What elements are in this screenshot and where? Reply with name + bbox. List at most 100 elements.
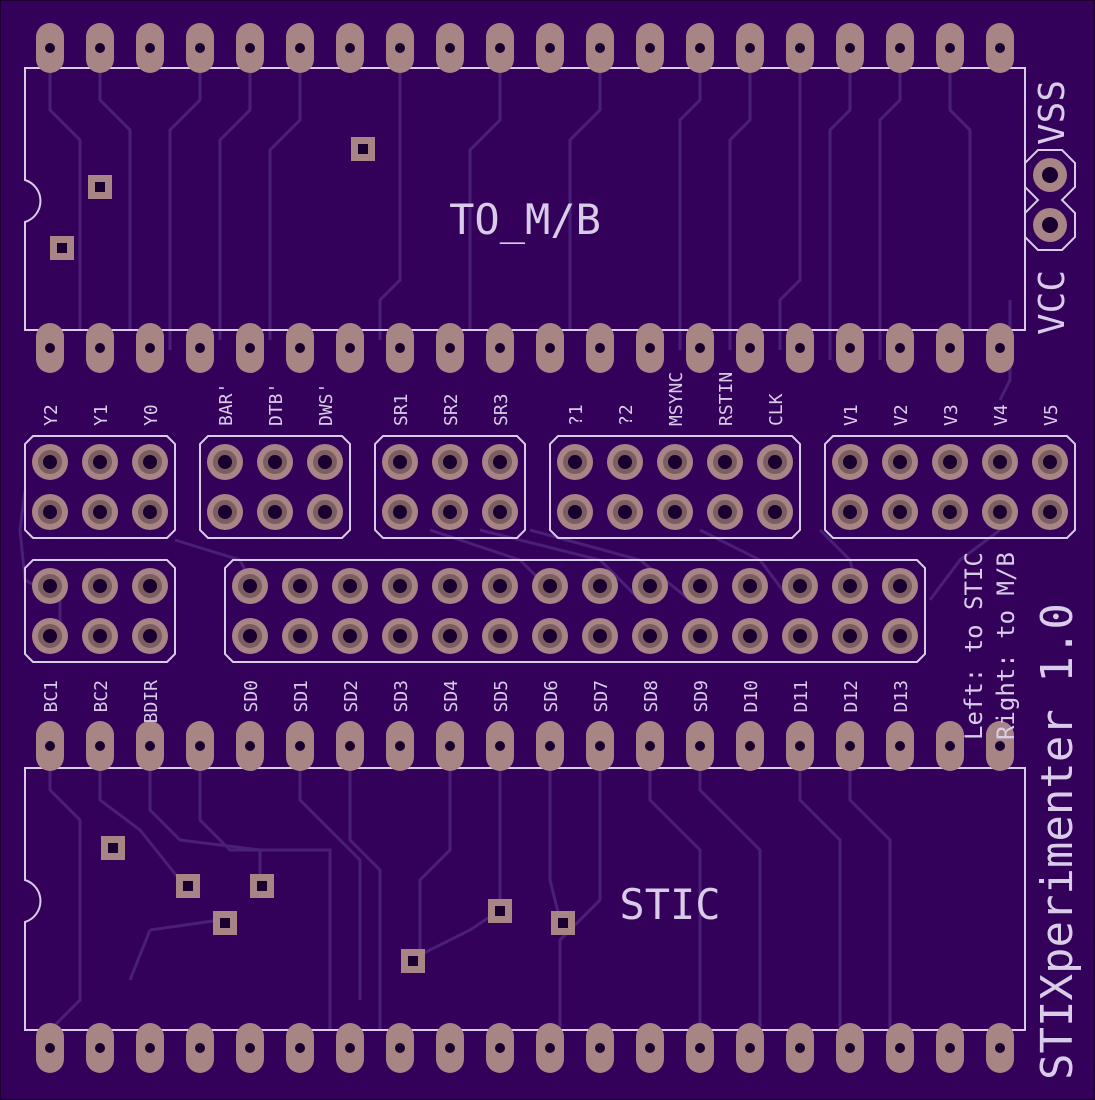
top-chip-name: TO_M/B xyxy=(449,195,601,244)
dip-pad-hole xyxy=(395,741,405,751)
header-outline xyxy=(24,435,176,539)
header-pad-hole xyxy=(893,455,907,469)
header-pad-hole xyxy=(443,629,457,643)
header-pad-hole xyxy=(718,455,732,469)
note-right-to-mb: Right: to M/B xyxy=(992,552,1020,740)
dip-pad-hole xyxy=(595,1043,605,1053)
header-outline xyxy=(824,435,1076,539)
header-label: SD8 xyxy=(641,680,662,713)
dip-pad-hole xyxy=(795,1043,805,1053)
dip-pad-hole xyxy=(195,343,205,353)
header-pad-hole xyxy=(768,505,782,519)
header-pad-hole xyxy=(43,455,57,469)
header-pad-hole xyxy=(543,579,557,593)
header-label: CLK xyxy=(766,393,787,426)
header-pad-hole xyxy=(793,579,807,593)
dip-pad-hole xyxy=(495,1043,505,1053)
header-pad-hole xyxy=(993,455,1007,469)
header-pad-hole xyxy=(393,579,407,593)
header-pad-hole xyxy=(643,629,657,643)
dip-pad-hole xyxy=(245,741,255,751)
dip-pad-hole xyxy=(845,1043,855,1053)
dip-pad-hole xyxy=(245,43,255,53)
dip-pad-hole xyxy=(495,343,505,353)
dip-pad-hole xyxy=(545,43,555,53)
upper-header-outlines xyxy=(24,435,1076,539)
dip-pad-hole xyxy=(295,1043,305,1053)
dip-pad-hole xyxy=(795,741,805,751)
header-pad-hole xyxy=(493,629,507,643)
header-pad-hole xyxy=(143,629,157,643)
dip-pad-hole xyxy=(195,741,205,751)
header-pad-hole xyxy=(843,505,857,519)
dip-pad-hole xyxy=(95,1043,105,1053)
header-pad-hole xyxy=(143,455,157,469)
header-pad-hole xyxy=(593,629,607,643)
header-label: SD4 xyxy=(441,680,462,713)
header-pad-hole xyxy=(393,505,407,519)
header-pad-hole xyxy=(143,505,157,519)
dip-pad-hole xyxy=(345,1043,355,1053)
dip-pad-hole xyxy=(595,343,605,353)
header-outline xyxy=(549,435,801,539)
dip-pad-hole xyxy=(395,343,405,353)
bottom-chip-pads-upper xyxy=(36,721,1014,771)
header-label: Y0 xyxy=(141,404,162,426)
header-label: V4 xyxy=(991,404,1012,426)
dip-pad-hole xyxy=(945,741,955,751)
header-label: SD6 xyxy=(541,680,562,713)
header-pad-hole xyxy=(943,455,957,469)
dip-pad-hole xyxy=(895,43,905,53)
top-chip-pads-upper xyxy=(36,23,1014,73)
header-pad-hole xyxy=(768,455,782,469)
header-pad-hole xyxy=(243,579,257,593)
dip-pad-hole xyxy=(245,1043,255,1053)
header-pad-hole xyxy=(343,629,357,643)
dip-pad-hole xyxy=(895,741,905,751)
header-pad-hole xyxy=(343,579,357,593)
header-pad-hole xyxy=(43,629,57,643)
header-pad-hole xyxy=(443,455,457,469)
power-connector xyxy=(1024,149,1076,251)
header-pad-hole xyxy=(843,579,857,593)
dip-pad-hole xyxy=(745,43,755,53)
dip-pad-hole xyxy=(795,43,805,53)
header-label: BAR' xyxy=(216,383,237,426)
header-label: MSYNC xyxy=(666,372,687,426)
dip-pad-hole xyxy=(945,43,955,53)
dip-pad-hole xyxy=(445,43,455,53)
dip-pad-hole xyxy=(445,741,455,751)
header-label: SR1 xyxy=(391,393,412,426)
vias xyxy=(50,137,575,973)
header-pad-hole xyxy=(743,629,757,643)
dip-pad-hole xyxy=(545,343,555,353)
dip-pad-hole xyxy=(545,1043,555,1053)
header-pad-hole xyxy=(693,629,707,643)
dip-pad-hole xyxy=(695,1043,705,1053)
header-label: BDIR xyxy=(141,680,162,724)
dip-pad-hole xyxy=(695,343,705,353)
header-pad-hole xyxy=(893,579,907,593)
dip-pad-hole xyxy=(495,741,505,751)
dip-pad-hole xyxy=(495,43,505,53)
header-label: ?1 xyxy=(566,404,587,426)
dip-pad-hole xyxy=(995,741,1005,751)
dip-pad-hole xyxy=(245,343,255,353)
header-pad-hole xyxy=(593,579,607,593)
dip-pad-hole xyxy=(445,343,455,353)
dip-pad-hole xyxy=(795,343,805,353)
header-pad-hole xyxy=(43,579,57,593)
header-outline xyxy=(199,435,351,539)
header-label: D13 xyxy=(891,680,912,713)
header-pad-hole xyxy=(493,579,507,593)
dip-pad-hole xyxy=(445,1043,455,1053)
header-pad-hole xyxy=(93,455,107,469)
header-pad-hole xyxy=(543,629,557,643)
header-pad-hole xyxy=(393,629,407,643)
header-pad-hole xyxy=(43,505,57,519)
dip-pad-hole xyxy=(45,1043,55,1053)
top-chip-outline xyxy=(24,67,1026,331)
header-pad-hole xyxy=(693,579,707,593)
